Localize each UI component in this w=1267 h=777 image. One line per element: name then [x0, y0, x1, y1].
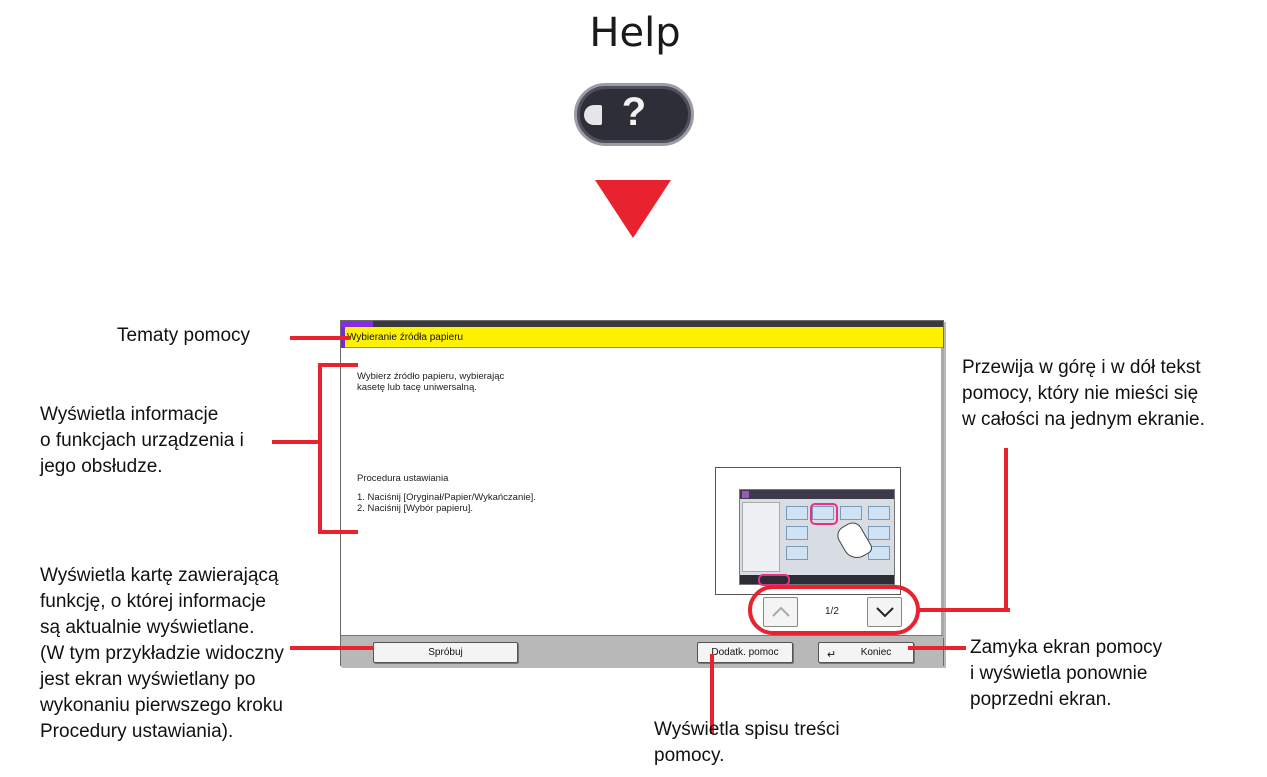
illustration-screen [739, 489, 895, 586]
annotation-line: w całości na jednym ekranie. [962, 409, 1205, 430]
callout-line-close [908, 646, 966, 650]
annotation-help-topics: Tematy pomocy [117, 325, 251, 346]
annotation-line: Wyświetla kartę zawierającą [40, 565, 279, 586]
annotation-line: (W tym przykładzie widoczny [40, 643, 284, 664]
panel-top-strip [341, 321, 943, 327]
annotation-close: Zamyka ekran pomocy i wyświetla ponownie… [970, 635, 1162, 713]
annotation-line: i wyświetla ponownie [970, 663, 1148, 684]
annotation-line: Wyświetla spisu treści [654, 719, 840, 740]
question-mark-icon: ? [621, 90, 647, 134]
help-title: Help [589, 10, 681, 56]
annotation-line: wykonaniu pierwszego kroku [40, 695, 283, 716]
enter-icon: ↵ [827, 649, 837, 661]
annotation-line: jest ekran wyświetlany po [40, 669, 256, 690]
end-button[interactable]: ↵ Koniec [818, 642, 914, 663]
help-intro-text: Wybierz źródło papieru, wybierając kaset… [357, 371, 617, 393]
annotation-line: są aktualnie wyświetlane. [40, 617, 255, 638]
illustration-tile [786, 546, 808, 560]
scroll-edge [941, 348, 944, 638]
arrow-down-icon [595, 180, 671, 238]
annotation-line: pomocy, który nie mieści się [962, 383, 1199, 404]
annotation-line: poprzedni ekran. [970, 689, 1112, 710]
annotation-line: funkcję, o której informacje [40, 591, 266, 612]
procedure-steps: 1. Naciśnij [Oryginał/Papier/Wykańczanie… [357, 492, 536, 514]
illustration-tabs [740, 575, 894, 584]
procedure-step: 1. Naciśnij [Oryginał/Papier/Wykańczanie… [357, 492, 536, 503]
more-help-button[interactable]: Dodatk. pomoc [697, 642, 793, 663]
callout-line-tab [290, 646, 374, 650]
chevron-down-icon [876, 607, 894, 618]
illustration-tile [840, 506, 862, 520]
bottom-button-bar: Spróbuj Dodatk. pomoc ↵ Koniec [341, 635, 943, 667]
callout-line-toc [710, 654, 714, 734]
annotation-line: Procedury ustawiania). [40, 721, 234, 742]
annotation-line: pomocy. [654, 745, 725, 766]
illustration-tile [786, 506, 808, 520]
help-topic-title: Wybieranie źródła papieru [347, 332, 464, 343]
illustration-header [740, 490, 894, 499]
annotation-scroll: Przewija w górę i w dół tekst pomocy, kt… [962, 355, 1205, 433]
annotation-line: Zamyka ekran pomocy [970, 637, 1163, 658]
help-key-led [584, 105, 602, 125]
intro-line: kasetę lub tacę uniwersalną. [357, 382, 477, 393]
help-key[interactable]: ? [574, 83, 694, 146]
annotation-line: Wyświetla informacje [40, 404, 219, 425]
callout-line-info [272, 440, 320, 444]
annotation-line: o funkcjach urządzenia i [40, 430, 244, 451]
illustration-tile [786, 526, 808, 540]
annotation-tab: Wyświetla kartę zawierającą funkcję, o k… [40, 563, 284, 745]
illustration-tile [812, 506, 834, 520]
illustration-sidebar [742, 502, 780, 572]
help-screen: Wybieranie źródła papieru Wybierz źródło… [340, 320, 944, 667]
end-button-label: Koniec [860, 647, 892, 658]
procedure-title: Procedura ustawiania [357, 473, 449, 484]
callout-oval-scroll [748, 585, 920, 635]
annotation-toc: Wyświetla spisu treści pomocy. [654, 717, 840, 769]
procedure-step: 2. Naciśnij [Wybór papieru]. [357, 503, 474, 514]
callout-line-topics [290, 336, 350, 340]
callout-line-scroll-h [918, 608, 1010, 612]
annotation-line: Przewija w górę i w dół tekst [962, 357, 1201, 378]
try-button[interactable]: Spróbuj [373, 642, 518, 663]
callout-line-scroll-v [1004, 448, 1008, 612]
illustration-tile [868, 526, 890, 540]
annotation-info: Wyświetla informacje o funkcjach urządze… [40, 402, 244, 480]
illustration-highlight [810, 503, 838, 525]
illustration-tile [868, 506, 890, 520]
panel-accent [341, 321, 373, 327]
intro-line: Wybierz źródło papieru, wybierając [357, 371, 505, 382]
page-indicator: 1/2 [825, 606, 839, 617]
illustration-icon [742, 491, 749, 498]
chevron-up-icon [772, 606, 790, 617]
annotation-line: jego obsłudze. [40, 456, 163, 477]
help-topic-bar: Wybieranie źródła papieru [341, 327, 943, 348]
callout-bracket-info [318, 363, 358, 534]
screen-illustration [715, 467, 901, 595]
